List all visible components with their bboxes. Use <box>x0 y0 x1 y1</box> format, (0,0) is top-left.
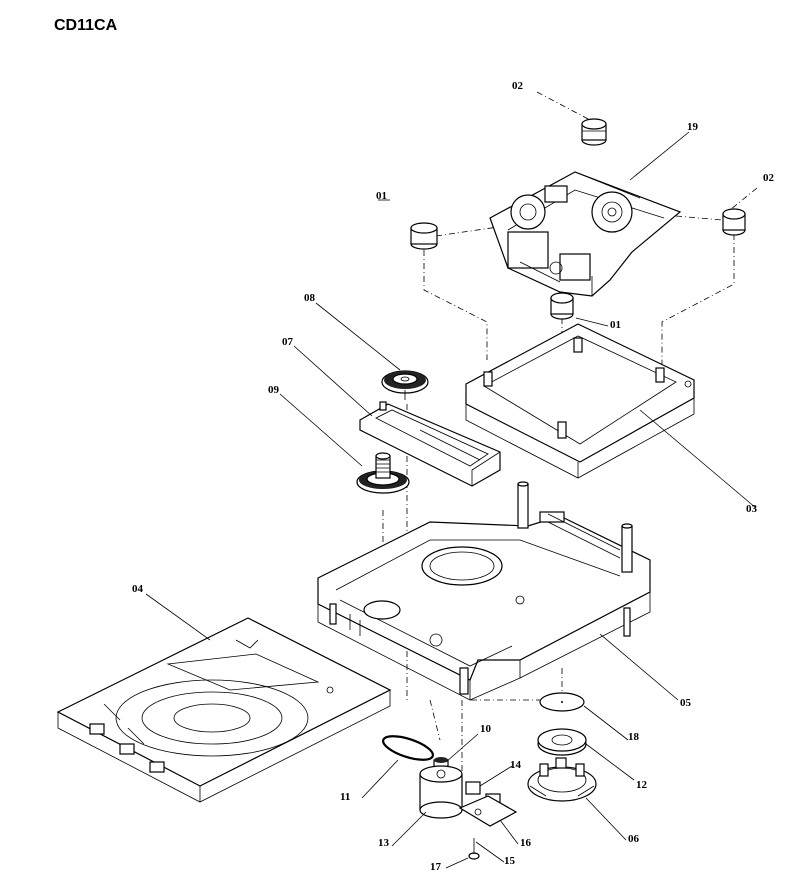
belt-11 <box>382 735 434 761</box>
optical-pickup-19 <box>489 171 682 297</box>
callout-11: 11 <box>340 791 350 803</box>
board-16 <box>458 795 518 827</box>
pickup-frame-03 <box>465 323 695 479</box>
callout-19: 19 <box>687 121 699 133</box>
motor-13 <box>419 765 463 819</box>
spindle-motor-06 <box>527 757 597 802</box>
main-chassis-05 <box>317 481 651 701</box>
damper-02-top <box>581 118 607 146</box>
callout-06: 06 <box>628 833 640 845</box>
slider-07 <box>359 401 501 487</box>
callout-14: 14 <box>510 759 522 771</box>
callout-16: 16 <box>520 837 532 849</box>
gear-09 <box>356 452 410 494</box>
callout-05: 05 <box>680 697 692 709</box>
callout-13: 13 <box>378 837 390 849</box>
gear-08 <box>381 370 429 400</box>
callout-12: 12 <box>636 779 648 791</box>
callout-02-right: 02 <box>763 172 775 184</box>
disc-18 <box>539 692 585 712</box>
callout-09: 09 <box>268 384 280 396</box>
callout-15: 15 <box>504 855 516 867</box>
screw-17 <box>468 838 480 860</box>
magnet-ring-12 <box>537 728 587 756</box>
callout-labels: 02 19 02 01 01 08 07 09 03 04 05 10 18 1… <box>132 80 775 873</box>
callout-10: 10 <box>480 723 492 735</box>
damper-02-right <box>722 208 746 236</box>
damper-02-left <box>410 222 438 250</box>
callout-01-left: 01 <box>376 190 387 202</box>
callout-07: 07 <box>282 336 294 348</box>
callout-17: 17 <box>430 861 442 873</box>
diagram-title: CD11CA <box>54 17 118 34</box>
callout-08: 08 <box>304 292 316 304</box>
callout-02-top: 02 <box>512 80 524 92</box>
tray-04 <box>56 617 392 803</box>
callout-18: 18 <box>628 731 640 743</box>
callout-01-bottom: 01 <box>610 319 621 331</box>
callout-03: 03 <box>746 503 758 515</box>
damper-01-bottom <box>550 292 574 320</box>
callout-04: 04 <box>132 583 144 595</box>
leader-lines <box>145 131 757 869</box>
